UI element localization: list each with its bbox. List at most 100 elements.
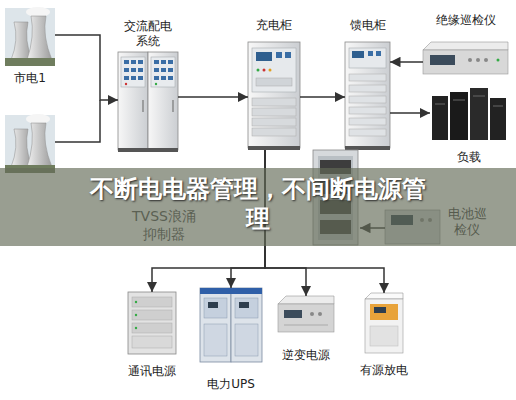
server-detail xyxy=(435,104,445,105)
server-detail xyxy=(473,96,485,97)
display xyxy=(284,310,302,318)
meter xyxy=(168,68,173,72)
charger-module xyxy=(252,128,296,136)
inverter-device xyxy=(278,296,334,332)
device-top xyxy=(278,296,334,304)
equipment-label: 馈电柜 xyxy=(332,18,404,33)
equipment-label: 通讯电源 xyxy=(116,364,188,379)
breaker-row xyxy=(349,107,386,114)
cabinet-body xyxy=(148,52,178,150)
discharge-device xyxy=(365,293,403,353)
supply-wire xyxy=(55,100,100,142)
cabinet-base xyxy=(118,148,178,152)
led xyxy=(135,301,137,303)
meter-panel xyxy=(121,57,145,87)
button xyxy=(468,58,472,62)
power-connector xyxy=(55,35,118,100)
server xyxy=(470,88,488,140)
breaker-row xyxy=(349,96,386,103)
led xyxy=(497,59,500,62)
meter xyxy=(154,68,159,72)
device-front xyxy=(278,304,334,332)
equipment-label: 有源放电 xyxy=(348,363,420,378)
meter xyxy=(154,76,159,80)
rectifier-module xyxy=(132,310,172,320)
display xyxy=(352,51,364,58)
meter xyxy=(138,60,143,64)
led xyxy=(269,69,272,72)
steam xyxy=(26,114,50,124)
equipment-node: 馈电柜 xyxy=(345,42,390,150)
server-detail xyxy=(453,100,465,101)
device-front xyxy=(365,299,403,353)
power-plant-photo xyxy=(5,7,55,66)
button xyxy=(318,312,322,316)
telecom-power-rack xyxy=(128,292,176,354)
equipment-node: 有源放电 xyxy=(365,293,403,353)
meter xyxy=(124,60,129,64)
led xyxy=(135,314,137,316)
meter xyxy=(276,52,282,58)
button xyxy=(476,58,480,62)
led xyxy=(135,327,137,329)
equipment-node: 交流配电系统 xyxy=(118,52,178,152)
sky xyxy=(5,8,55,66)
meter xyxy=(161,68,166,72)
display xyxy=(208,302,218,308)
meter xyxy=(161,60,166,64)
charger-module xyxy=(252,118,296,126)
led xyxy=(155,83,157,85)
title-banner: 不断电电器管理，不间断电源管理 xyxy=(0,168,516,246)
sky xyxy=(5,115,55,173)
ground xyxy=(5,58,55,66)
rack-body xyxy=(128,292,176,354)
panel xyxy=(151,57,175,87)
meter xyxy=(131,60,136,64)
cooling-tower xyxy=(27,16,52,60)
panel xyxy=(349,48,386,68)
cabinet-body xyxy=(231,288,262,362)
equipment-node: 负载 xyxy=(430,88,508,140)
display xyxy=(374,307,386,313)
equipment-node: 绝缘巡检仪 xyxy=(423,42,508,74)
cabinet-base xyxy=(248,146,300,150)
insulation-monitor-device xyxy=(423,42,508,74)
cabinet-body xyxy=(118,52,148,150)
server xyxy=(432,96,448,140)
equipment-node: 逆变电源 xyxy=(278,296,334,332)
power-connector xyxy=(390,61,423,63)
front-panel xyxy=(370,304,398,320)
meter xyxy=(124,76,129,80)
breaker-row xyxy=(349,85,386,92)
server-detail xyxy=(493,106,503,107)
meter xyxy=(131,76,136,80)
device-front xyxy=(423,50,508,74)
server xyxy=(490,98,506,140)
cabinet-body xyxy=(248,42,300,148)
ups-cabinets xyxy=(200,288,262,362)
equipment-label: 交流配电系统 xyxy=(123,19,173,49)
door-handle xyxy=(172,100,173,112)
equipment-label: 电力UPS xyxy=(195,377,267,392)
cabinet-base xyxy=(345,146,390,150)
display xyxy=(239,302,249,308)
panel xyxy=(252,48,296,92)
meter xyxy=(168,76,173,80)
meter xyxy=(131,68,136,72)
vent-panel xyxy=(370,326,398,346)
panel xyxy=(204,298,227,318)
vent xyxy=(284,325,328,326)
meter xyxy=(368,51,373,56)
meter xyxy=(285,52,291,58)
equipment-label: 市电1 xyxy=(0,71,60,86)
power-connector xyxy=(300,96,345,98)
feeder-cabinet xyxy=(345,42,390,150)
led xyxy=(263,69,266,72)
meter xyxy=(138,76,143,80)
door xyxy=(235,324,258,356)
power-connector xyxy=(178,96,248,98)
meter xyxy=(154,60,159,64)
equipment-label: 负载 xyxy=(430,150,508,165)
